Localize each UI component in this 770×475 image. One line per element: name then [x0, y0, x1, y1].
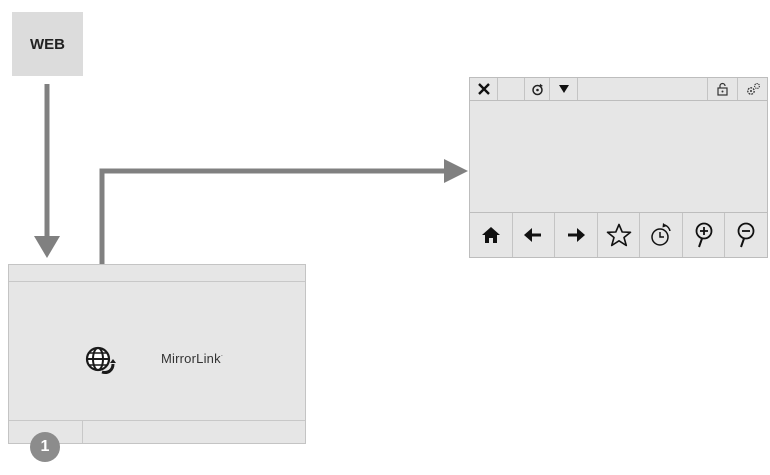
mirrorlink-text: MirrorLink: [161, 351, 221, 366]
web-link-arrowhead: [444, 159, 468, 183]
step-badge: 1: [30, 432, 60, 462]
mirrorlink-logo: MirrorLink·: [161, 351, 223, 366]
forward-arrow-icon[interactable]: [555, 213, 598, 257]
favorite-star-icon[interactable]: [598, 213, 641, 257]
web-globe-icon[interactable]: [84, 345, 116, 377]
history-icon[interactable]: [640, 213, 683, 257]
browser-top-bar: [470, 78, 767, 101]
step-number: 1: [40, 438, 50, 455]
panel-bottom-divider: [82, 421, 83, 443]
panel-top-bar: [9, 265, 305, 282]
panel-bottom-bar: [9, 420, 305, 443]
close-icon[interactable]: [470, 78, 498, 100]
web-down-arrowhead: [34, 236, 60, 258]
head-unit-panel: MirrorLink·: [8, 264, 306, 444]
home-icon[interactable]: [470, 213, 513, 257]
web-box: WEB: [12, 12, 83, 76]
web-label: WEB: [30, 35, 65, 53]
zoom-in-icon[interactable]: [683, 213, 726, 257]
browser-screen: [469, 77, 768, 258]
lock-icon[interactable]: [707, 78, 737, 100]
back-arrow-icon[interactable]: [513, 213, 556, 257]
settings-icon[interactable]: [737, 78, 767, 100]
browser-bottom-bar: [470, 212, 767, 257]
zoom-out-icon[interactable]: [725, 213, 767, 257]
mirrorlink-mark: ·: [220, 352, 224, 360]
refresh-icon[interactable]: [524, 78, 550, 100]
dropdown-icon[interactable]: [550, 78, 578, 100]
